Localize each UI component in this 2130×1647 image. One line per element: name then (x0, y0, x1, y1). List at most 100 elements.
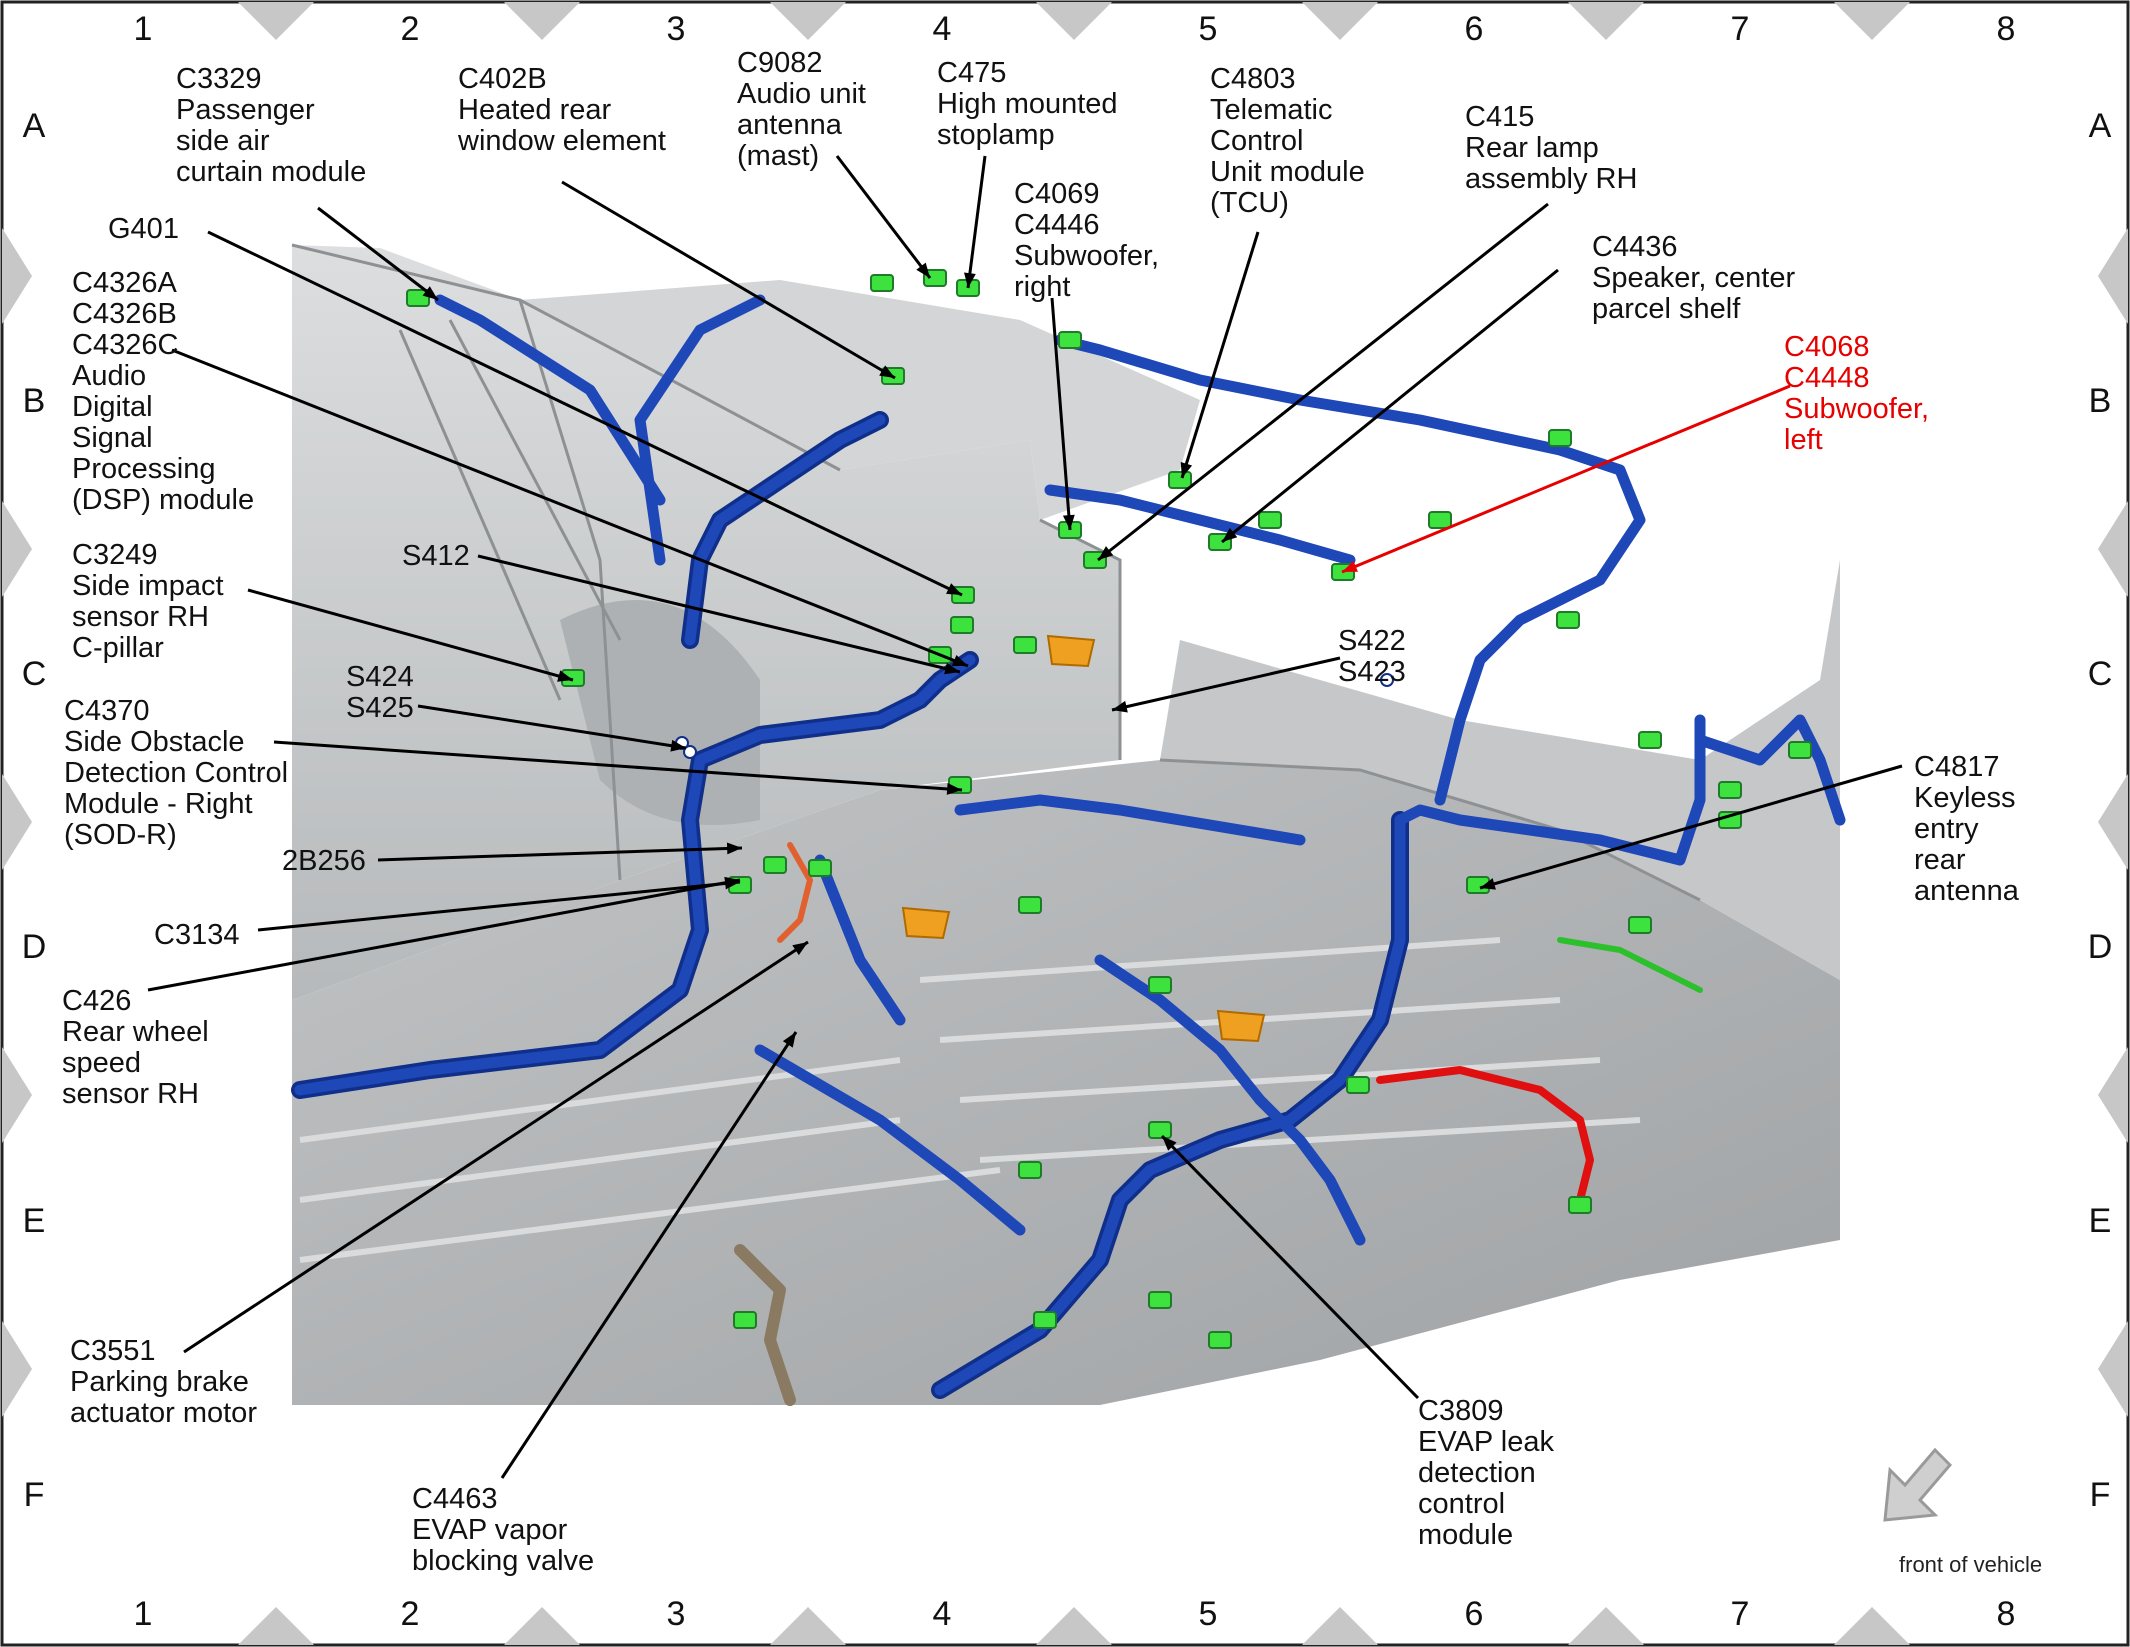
top-zone-marker-4 (1036, 2, 1112, 40)
callout-c4803-line-3: Control (1210, 125, 1304, 157)
leader-arrowhead-c415 (1098, 546, 1114, 560)
grid-row-a-left: A (23, 107, 46, 145)
callout-c4803-line-2: Telematic (1210, 94, 1333, 126)
splice-pack-1 (1046, 634, 1096, 668)
callout-c475-line-1: C475 (937, 57, 1006, 89)
callout-s412: S412 (402, 540, 470, 572)
bottom-zone-marker-1 (238, 1607, 314, 1645)
leader-arrowhead-c3551 (792, 942, 808, 956)
connector-glyph-30 (1718, 781, 1742, 799)
front-of-vehicle-label: front of vehicle (1899, 1552, 2042, 1577)
lh-side-rail (1160, 560, 1840, 980)
leader-arrowhead-c4069 (1062, 514, 1075, 530)
leader-arrowhead-g401 (946, 583, 962, 595)
leader-arrowhead-c9082 (916, 262, 930, 278)
callout-c3329-line-1: C3329 (176, 63, 261, 95)
leader-line-c402b (561, 180, 896, 380)
callout-c4463-line-3: blocking valve (412, 1545, 594, 1577)
leader-line-2b256 (377, 846, 743, 862)
leader-arrowhead-c4803 (1180, 462, 1193, 478)
connector-glyph-3 (923, 269, 947, 287)
callout-c9082-line-1: C9082 (737, 47, 822, 79)
bottom-zone-marker-7 (1834, 1607, 1910, 1645)
grid-col-2-top: 2 (401, 10, 420, 48)
bottom-zone-marker-3 (770, 1607, 846, 1645)
top-zone-marker-1 (238, 2, 314, 40)
callout-c4370-line-1: C4370 (64, 695, 149, 727)
splice-pack-3 (901, 906, 951, 940)
callout-c3551-line-3: actuator motor (70, 1397, 257, 1429)
callout-c4068-line-4: left (1784, 424, 1823, 456)
callout-c4370-line-2: Side Obstacle (64, 726, 245, 758)
brown-cable (734, 1244, 796, 1406)
left-zone-marker-3 (2, 774, 32, 870)
front-of-vehicle-indicator: front of vehicle (1883, 1447, 2042, 1577)
callout-c4803-line-1: C4803 (1210, 63, 1295, 95)
callout-g401: G401 (108, 213, 179, 245)
grid-col-3-bottom: 3 (667, 1595, 686, 1633)
callout-c4326-line-5: Digital (72, 391, 153, 423)
leader-arrowhead-c4068 (1342, 560, 1358, 572)
bottom-zone-marker-2 (504, 1607, 580, 1645)
callout-c3809-line-1: C3809 (1418, 1395, 1503, 1427)
callout-c4326-line-2: C4326B (72, 298, 177, 330)
top-zone-marker-3 (770, 2, 846, 40)
leader-line-c9082 (835, 155, 932, 279)
leader-line-c475 (966, 155, 987, 289)
callout-c3249-line-3: sensor RH (72, 601, 209, 633)
callout-c4068-line-1: C4068 (1784, 331, 1869, 363)
leader-arrowhead-2b256 (726, 842, 742, 855)
callout-c3551-line-2: Parking brake (70, 1366, 249, 1398)
wiring-harness (291, 294, 1846, 1406)
connector-glyph-22 (1148, 976, 1172, 994)
callout-c4068-line-2: C4448 (1784, 362, 1869, 394)
grid-col-6-top: 6 (1465, 10, 1484, 48)
leader-line-s412 (477, 554, 961, 674)
front-arrow-icon (1883, 1447, 1953, 1522)
callout-c4069-line-3: Subwoofer, (1014, 240, 1159, 272)
leader-line-c4463 (500, 1031, 798, 1479)
callout-c4069-line-2: C4446 (1014, 209, 1099, 241)
leader-arrowhead-s412 (944, 662, 960, 675)
connector-glyph-39 (1013, 636, 1037, 654)
floor-pan (292, 760, 1840, 1405)
callout-c4326-line-7: Processing (72, 453, 215, 485)
rear-window-opening (1200, 410, 1640, 600)
grid-row-e-right: E (2089, 1202, 2112, 1240)
grid-row-d-right: D (2088, 928, 2113, 966)
grid-col-2-bottom: 2 (401, 1595, 420, 1633)
callout-c415-line-3: assembly RH (1465, 163, 1637, 195)
leader-line-c4326 (171, 348, 969, 668)
leader-line-g401 (207, 230, 963, 597)
callout-s424-line-1: S424 (346, 661, 414, 693)
connector-glyph-31 (1788, 741, 1812, 759)
connector-glyph-23 (1148, 1121, 1172, 1139)
callout-s412-line-1: S412 (402, 540, 470, 572)
callout-c3249-line-4: C-pillar (72, 632, 164, 664)
callout-c9082-line-4: (mast) (737, 140, 819, 172)
callout-c3134: C3134 (154, 919, 239, 951)
callout-c9082-line-3: antenna (737, 109, 843, 141)
right-zone-marker-5 (2098, 1321, 2128, 1417)
callout-c4817-line-3: entry (1914, 813, 1979, 845)
leader-arrowhead-c4463 (782, 1032, 796, 1048)
leader-line-c4370 (273, 740, 963, 792)
connector-glyph-33 (1148, 1291, 1172, 1309)
grid-col-5-bottom: 5 (1199, 1595, 1218, 1633)
callout-c4463-line-1: C4463 (412, 1483, 497, 1515)
callout-c4069-line-1: C4069 (1014, 178, 1099, 210)
connector-glyph-18 (808, 859, 832, 877)
grid-col-8-bottom: 8 (1997, 1595, 2016, 1633)
callout-c415-line-2: Rear lamp (1465, 132, 1599, 164)
grid-row-c-left: C (22, 655, 47, 693)
callout-c4436-line-3: parcel shelf (1592, 293, 1741, 325)
leader-arrowhead-c3249 (557, 670, 573, 682)
left-zone-marker-5 (2, 1321, 32, 1417)
